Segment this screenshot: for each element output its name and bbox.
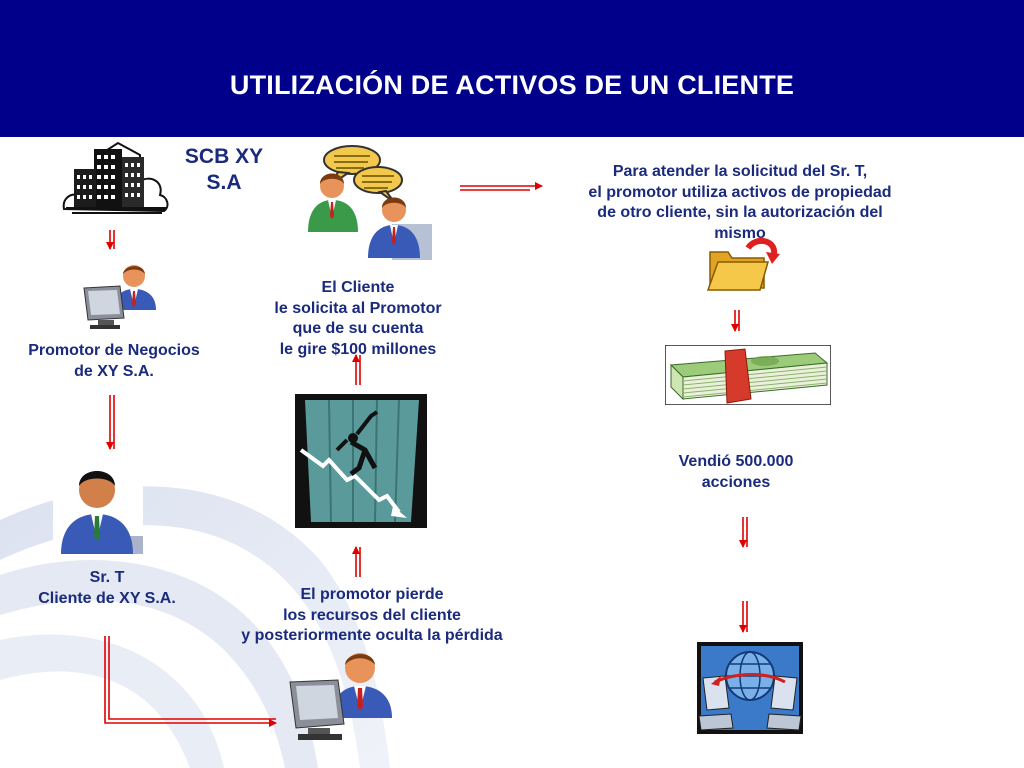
computers-globe-transfer-icon: [697, 642, 803, 734]
slide-title: UTILIZACIÓN DE ACTIVOS DE UN CLIENTE: [229, 70, 795, 100]
arrow-promotor-to-client: [106, 395, 115, 450]
arrow-sold-down: [739, 517, 748, 548]
office-building-icon: [62, 141, 169, 214]
falling-man-chart-icon: [295, 394, 427, 528]
arrow-client-to-promotor: [104, 636, 277, 727]
money-stack-icon: [665, 345, 831, 405]
person-at-computer-icon: [289, 653, 392, 740]
folder-icon: [706, 237, 780, 291]
businessman-icon: [53, 464, 143, 554]
arrow-to-computers: [739, 601, 748, 633]
title-bar: UTILIZACIÓN DE ACTIVOS DE UN CLIENTE: [0, 0, 1024, 137]
two-people-talking-icon: [306, 140, 432, 260]
arrow-promotor-up: [352, 546, 361, 577]
arrow-right: [460, 182, 543, 191]
person-at-computer-icon: [83, 265, 156, 329]
arrow-folder-to-money: [731, 310, 740, 332]
assets-note-clip: Para atender la solicitud del Sr. T,el p…: [560, 162, 920, 240]
arrow-bank-to-promotor: [106, 230, 115, 250]
assets-note-label: Para atender la solicitud del Sr. T,el p…: [588, 163, 892, 240]
arrow-chart-up: [352, 354, 361, 385]
